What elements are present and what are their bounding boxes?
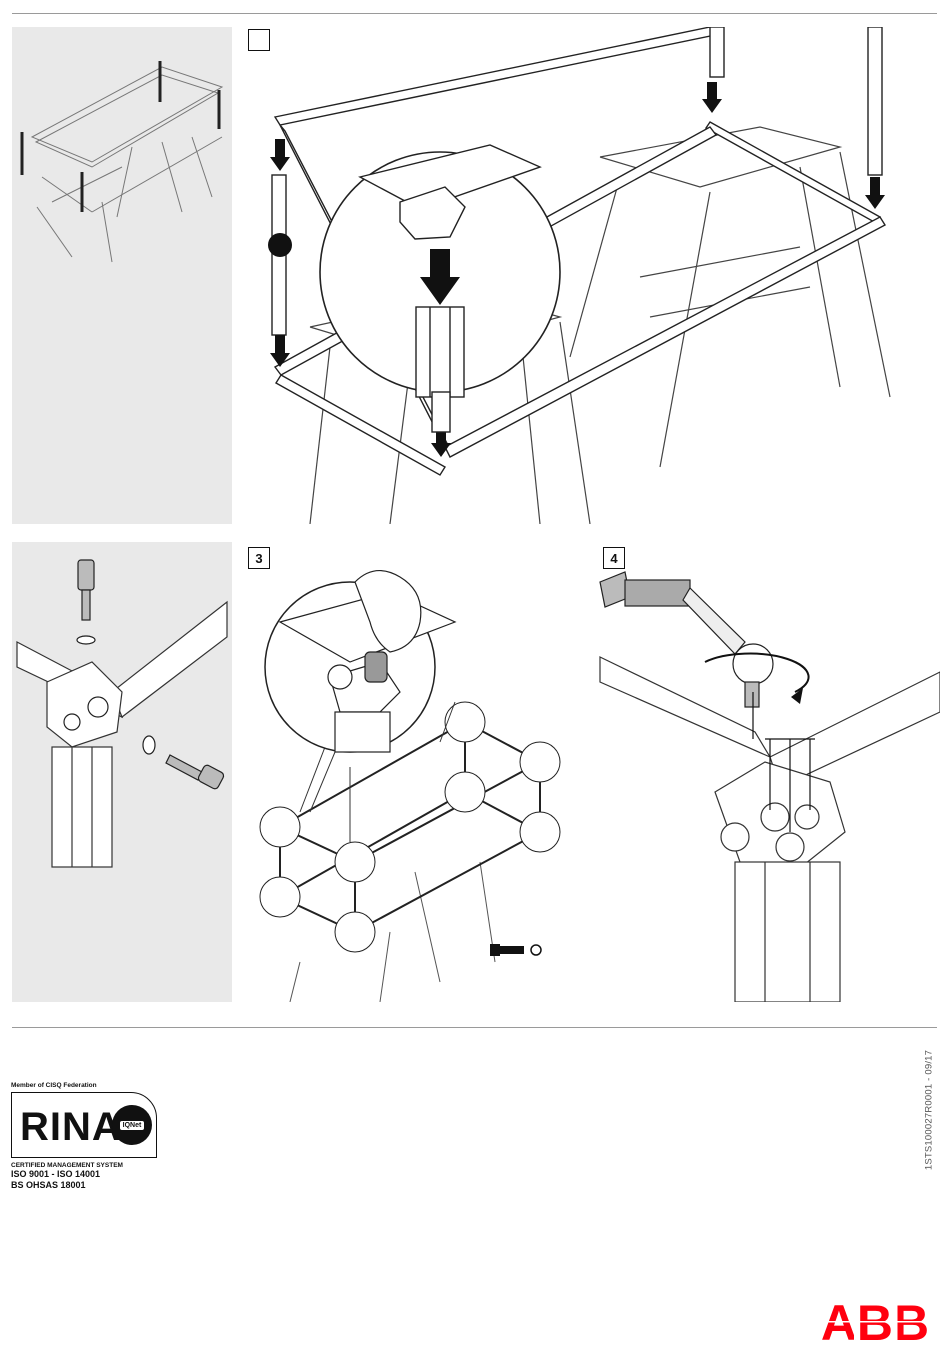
iso-line-1: ISO 9001 - ISO 14001 — [11, 1169, 171, 1180]
step-4-illustration: 4 — [595, 542, 940, 1002]
rina-system-text: CERTIFIED MANAGEMENT SYSTEM — [11, 1162, 171, 1169]
document-code: 1STS100027R0001 - 09/17 — [922, 1045, 936, 1175]
iqnet-label: IQNet — [120, 1121, 145, 1130]
rina-wordmark: RINA — [20, 1107, 122, 1147]
rina-mark: RINA IQNet — [11, 1092, 157, 1158]
overview-panel — [12, 27, 232, 524]
iso-line-2: BS OHSAS 18001 — [11, 1180, 171, 1191]
step-4-number: 4 — [610, 551, 617, 566]
top-rule — [12, 13, 937, 14]
step-3-number: 3 — [255, 551, 262, 566]
bolt-detail-illustration — [12, 542, 232, 1002]
step-2-badge — [248, 29, 270, 51]
rina-member-text: Member of CISQ Federation — [11, 1082, 171, 1089]
rina-certification-logo: Member of CISQ Federation RINA IQNet CER… — [11, 1082, 171, 1191]
step-4-badge: 4 — [603, 547, 625, 569]
step-2-illustration — [240, 27, 940, 524]
iqnet-seal: IQNet — [112, 1105, 152, 1145]
bolt-detail-panel — [12, 542, 232, 1002]
overview-frame-illustration — [12, 27, 232, 524]
step-3-badge: 3 — [248, 547, 270, 569]
abb-logo: ABB — [813, 1300, 938, 1344]
footer-rule — [12, 1027, 937, 1028]
step-3-illustration: 3 — [240, 542, 570, 1002]
